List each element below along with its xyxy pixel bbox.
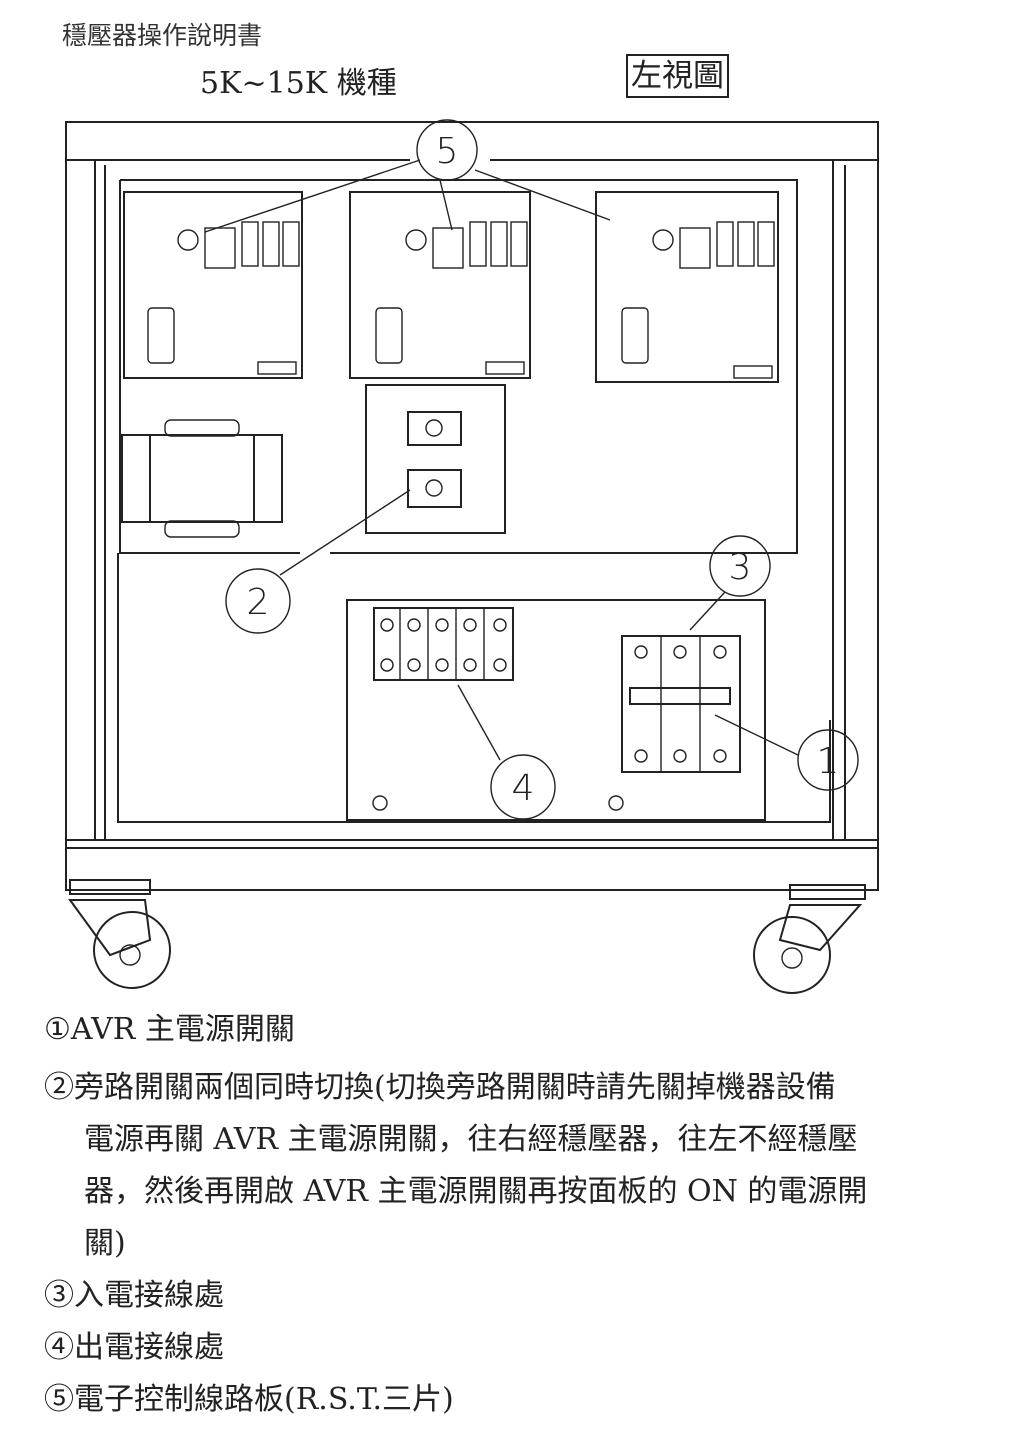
callout-2-label: 2 [247,582,270,623]
transformer [121,419,283,538]
bypass-switch-lower [407,469,462,508]
legend-list: ①AVR 主電源開關 ②旁路開關兩個同時切換(切換旁路開關時請先關掉機器設備 電… [44,1004,994,1426]
legend-item-5: ⑤電子控制線路板(R.S.T.三片) [44,1382,454,1417]
terminal-panel [346,599,766,821]
legend-item-3: ③入電接線處 [44,1278,224,1313]
callout-3: 3 [709,535,771,597]
caster-right [753,884,866,994]
callout-3-label: 3 [729,547,752,588]
legend-item-2-cont-2: 器，然後再開啟 AVR 主電源開關再按面板的 ON 的電源開 [84,1174,868,1209]
model-range: 5K~15K 機種 [200,66,397,101]
callout-2: 2 [225,568,291,634]
view-label: 左視圖 [626,54,729,98]
cabinet-frame [65,121,879,891]
control-board-t [595,191,779,383]
legend-item-2: ②旁路開關兩個同時切換(切換旁路開關時請先關掉機器設備 [44,1070,836,1105]
control-board-r [123,191,303,379]
bypass-switch-upper [407,411,462,446]
legend-item-2-cont-1: 電源再關 AVR 主電源開關，往右經穩壓器，往左不經穩壓 [84,1122,858,1157]
callout-leaders [204,159,799,761]
callout-5: 5 [416,119,478,181]
control-board-s [349,191,531,379]
legend-item-4: ④出電接線處 [44,1330,224,1365]
stabilizer-left-view-diagram: 5 2 3 4 1 [65,119,879,994]
output-terminal-block [373,607,514,681]
legend-item-2-cont-3: 關) [84,1226,126,1261]
legend-item-1: ①AVR 主電源開關 [44,1012,295,1047]
document-title: 穩壓器操作說明書 [62,21,263,50]
callout-5-label: 5 [436,131,459,172]
callout-4-label: 4 [512,768,535,809]
bypass-switch-plate [365,384,506,534]
callout-4: 4 [490,754,556,820]
mounting-panel [117,179,831,823]
callout-1: 1 [797,729,859,791]
callout-1-label: 1 [817,741,840,782]
caster-left [68,879,171,989]
main-breaker [621,635,741,773]
